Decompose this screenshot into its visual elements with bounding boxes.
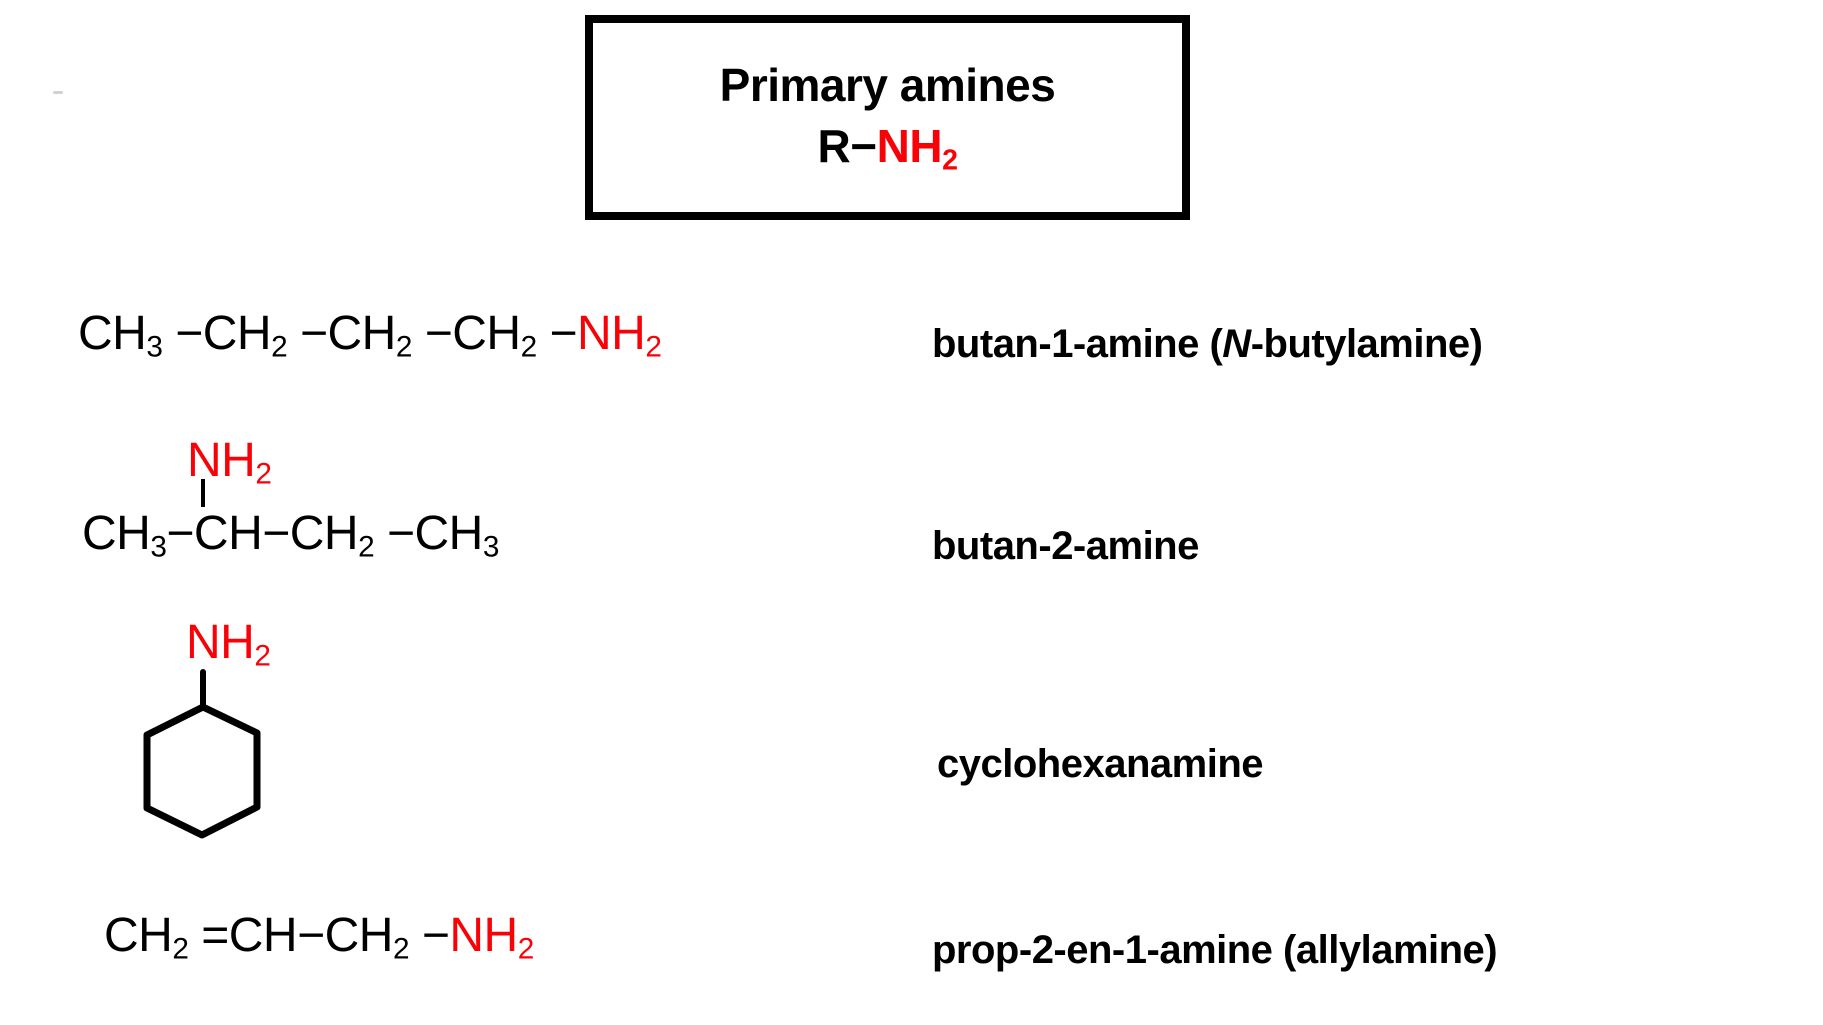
formula-segment: CH (193, 507, 263, 560)
amine-group-text: NH (577, 307, 646, 360)
formula-segment: − (262, 507, 290, 560)
name-butan-1-amine: butan-1-amine (N-butylamine) (932, 320, 1483, 368)
name-cyclohexanamine: cyclohexanamine (937, 740, 1264, 788)
formula-segment: butan-2-amine (932, 524, 1199, 568)
title-heading: Primary amines (719, 58, 1056, 111)
amine-group-text: 2 (255, 457, 272, 491)
formula-segment: butan-1-amine ( (932, 322, 1223, 366)
formula-segment: − (536, 307, 577, 360)
formula-segment: − (411, 307, 453, 360)
formula-segment: cyclohexanamine (937, 742, 1264, 786)
amine-group-text: 2 (254, 639, 271, 673)
formula-segment: CH (452, 307, 521, 360)
formula-segment: = (188, 909, 229, 962)
title-general-formula: R−NH2 (818, 119, 958, 178)
formula-segment: − (287, 307, 328, 360)
formula-segment: 2 (395, 330, 413, 364)
formula-segment: − (166, 507, 194, 560)
formula-segment: CH (414, 507, 484, 560)
formula-segment: − (297, 909, 325, 962)
formula-segment: 2 (358, 530, 375, 564)
formula-segment: CH (289, 507, 359, 560)
amine-group-text: NH (187, 434, 256, 487)
amine-group-text: NH (449, 909, 518, 962)
formula-segment: CH (327, 307, 397, 360)
formula-segment: 2 (392, 932, 410, 966)
amine-group-text: NH (186, 616, 255, 669)
amine-label-cyclohexanamine: NH2 (186, 615, 271, 674)
name-prop-2-en-1-amine: prop-2-en-1-amine (allylamine) (932, 926, 1498, 974)
amine-group-text: NH (876, 119, 943, 172)
formula-segment: R (817, 119, 851, 172)
formula-butan-1-amine: CH3 −CH2 −CH2 −CH2 −NH2 (78, 306, 662, 365)
formula-segment: 3 (482, 530, 500, 564)
amine-label-butan-2-amine: NH2 (187, 433, 272, 492)
stray-mark (53, 91, 63, 94)
formula-segment: CH (324, 909, 394, 962)
cyclohexane-hexagon (143, 703, 261, 839)
formula-segment: 2 (271, 330, 288, 364)
formula-segment: CH (82, 507, 151, 560)
formula-segment: CH (228, 909, 298, 962)
formula-segment: N (1222, 322, 1251, 366)
formula-segment: − (850, 119, 877, 172)
formula-segment: CH (78, 307, 147, 360)
formula-butan-2-amine: CH3−CH−CH2 −CH3 (82, 506, 499, 565)
formula-segment: − (162, 307, 203, 360)
amine-group-text: 2 (942, 144, 958, 177)
cyclohexane-ring (143, 669, 261, 839)
formula-segment: CH (202, 307, 272, 360)
formula-segment: -butylamine) (1250, 322, 1483, 366)
formula-segment: 2 (172, 932, 189, 966)
formula-segment: − (374, 507, 415, 560)
name-butan-2-amine: butan-2-amine (932, 522, 1199, 570)
formula-prop-2-en-1-amine: CH2 =CH−CH2 −NH2 (104, 908, 534, 967)
amine-group-text: 2 (645, 330, 662, 364)
formula-segment: − (408, 909, 450, 962)
title-box: Primary amines R−NH2 (585, 15, 1190, 220)
formula-segment: prop-2-en-1-amine (allylamine) (932, 928, 1498, 972)
formula-segment: CH (104, 909, 173, 962)
formula-segment: 2 (520, 330, 538, 364)
bond-line-butan-2-amine (201, 479, 205, 507)
amine-group-text: 2 (517, 932, 535, 966)
formula-segment: 3 (146, 330, 163, 364)
formula-segment: 3 (150, 530, 167, 564)
